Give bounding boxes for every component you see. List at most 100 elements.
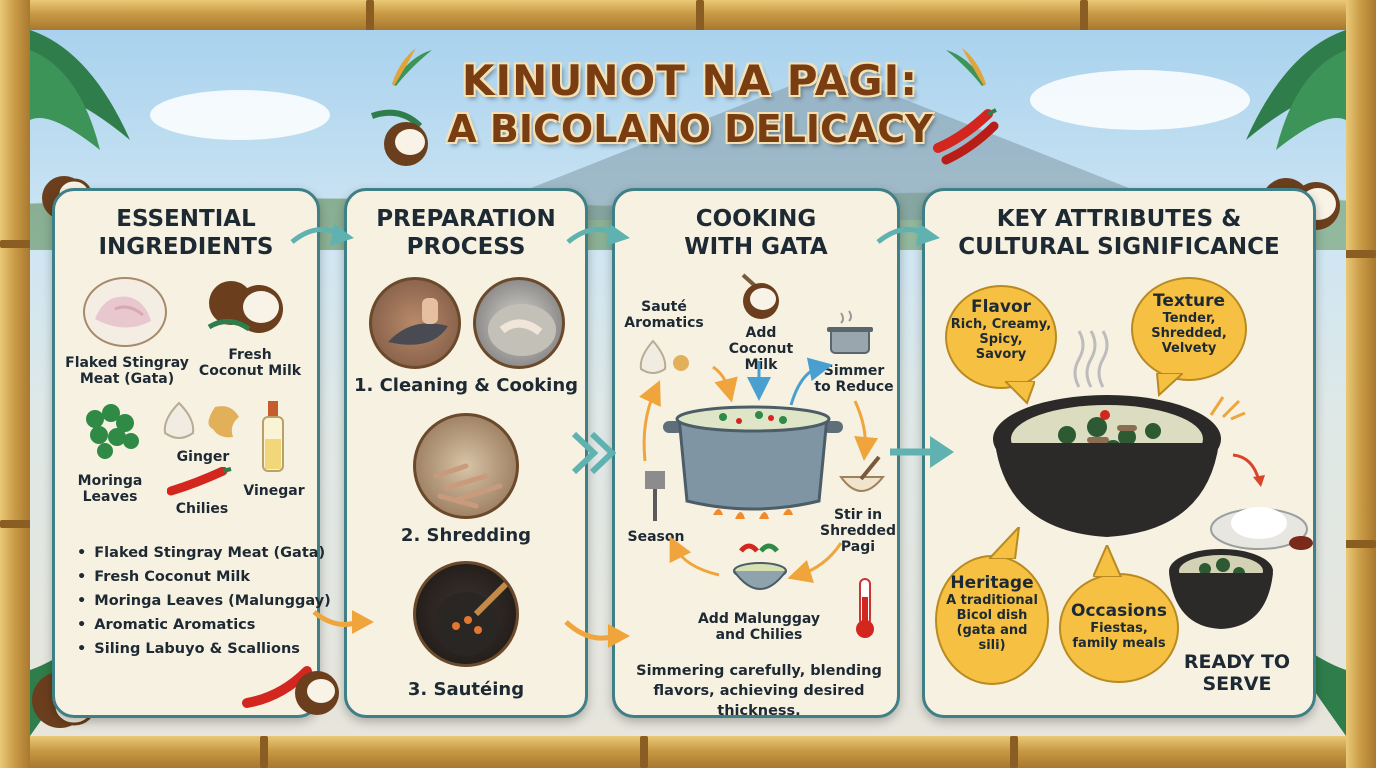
steam-icon bbox=[1209, 396, 1246, 421]
bamboo-node bbox=[640, 736, 648, 768]
title-line-2: A BICOLANO DELICACY bbox=[447, 107, 933, 151]
bamboo-node bbox=[696, 0, 704, 32]
list-item: Fresh Coconut Milk bbox=[77, 565, 331, 589]
pot-icon bbox=[827, 310, 873, 354]
vinegar-bottle-icon bbox=[262, 401, 284, 472]
panel-heading: PREPARATION PROCESS bbox=[376, 206, 556, 260]
palm-leaf-icon bbox=[30, 30, 130, 150]
bubble-flavor: Flavor Rich, Creamy, Spicy, Savory bbox=[945, 285, 1057, 389]
sauteing-photo bbox=[413, 561, 519, 667]
bubble-heritage: Heritage A traditional Bicol dish (gata … bbox=[935, 555, 1049, 685]
bubble-title: Occasions bbox=[1071, 601, 1167, 621]
arrow-icon bbox=[890, 436, 954, 468]
panel-essential-ingredients: ESSENTIAL INGREDIENTS Flaked Stingray Me… bbox=[52, 188, 339, 718]
label-simmer: Simmer to Reduce bbox=[814, 363, 894, 395]
bubble-title: Flavor bbox=[970, 297, 1032, 317]
label-moringa: Moringa Leaves bbox=[77, 473, 143, 505]
garlic-icon bbox=[163, 401, 239, 439]
bamboo-node bbox=[260, 736, 268, 768]
pot-icon bbox=[663, 405, 843, 519]
spatula-icon bbox=[645, 471, 665, 521]
bowl-icon bbox=[733, 543, 787, 590]
step-shredding: 2. Shredding bbox=[400, 525, 532, 546]
arrow-icon bbox=[312, 610, 374, 634]
page-title: KINUNOT NA PAGI: A BICOLANO DELICACY bbox=[380, 56, 1000, 152]
step-cleaning: 1. Cleaning & Cooking bbox=[353, 375, 579, 396]
arrow-icon bbox=[566, 224, 630, 246]
panel-preparation-process: PREPARATION PROCESS 1. Cleaning & Cookin… bbox=[344, 188, 588, 718]
label-coconut-milk: Fresh Coconut Milk bbox=[198, 347, 302, 379]
label-stingray: Flaked Stingray Meat (Gata) bbox=[65, 355, 189, 387]
label-add-malunggay: Add Malunggay and Chilies bbox=[697, 611, 821, 643]
cooking-note: Simmering carefully, blending flavors, a… bbox=[636, 663, 882, 719]
arrow-icon bbox=[1232, 453, 1265, 487]
bubble-title: Texture bbox=[1153, 291, 1225, 311]
steam-icon bbox=[1073, 330, 1109, 388]
thermometer-icon bbox=[856, 578, 874, 638]
list-item: Moringa Leaves (Malunggay) bbox=[77, 589, 331, 613]
coconut-icon bbox=[207, 281, 283, 333]
chili-icon bbox=[933, 108, 999, 165]
arrow-icon bbox=[876, 224, 940, 246]
label-stir-in-pagi: Stir in Shredded Pagi bbox=[819, 507, 896, 555]
shredding-photo bbox=[413, 413, 519, 519]
moringa-icon bbox=[86, 404, 139, 459]
bubble-tail bbox=[989, 527, 1021, 559]
bubble-texture: Texture Tender, Shredded, Velvety bbox=[1131, 277, 1247, 381]
bubble-text: Tender, Shredded, Velvety bbox=[1151, 311, 1227, 356]
cloud bbox=[150, 90, 330, 140]
bubble-text: Rich, Creamy, Spicy, Savory bbox=[950, 317, 1052, 362]
bamboo-frame-right bbox=[1346, 0, 1376, 768]
bubble-text: Fiestas, family meals bbox=[1072, 621, 1166, 651]
arrow-icon bbox=[639, 357, 879, 583]
bowl-icon bbox=[993, 395, 1221, 537]
panel-heading: COOKING WITH GATA bbox=[684, 206, 828, 260]
bamboo-frame-left bbox=[0, 0, 30, 768]
palm-leaf-icon bbox=[946, 48, 986, 86]
bamboo-node bbox=[0, 240, 32, 248]
garlic-icon bbox=[639, 339, 689, 374]
bubble-title: Heritage bbox=[950, 573, 1034, 593]
panel-heading: KEY ATTRIBUTES & CULTURAL SIGNIFICANCE bbox=[958, 206, 1280, 260]
list-item: Siling Labuyo & Scallions bbox=[77, 637, 331, 661]
title-line-1: KINUNOT NA PAGI: bbox=[461, 56, 919, 105]
chili-icon bbox=[242, 666, 339, 715]
bamboo-node bbox=[0, 520, 32, 528]
panel-key-attributes: KEY ATTRIBUTES & CULTURAL SIGNIFICANCE F… bbox=[922, 188, 1316, 718]
bowl-icon bbox=[1169, 549, 1273, 629]
palm-leaf-icon bbox=[392, 48, 432, 86]
label-ginger: Ginger bbox=[176, 449, 230, 465]
bubble-tail bbox=[1155, 373, 1183, 397]
cleaning-photo bbox=[369, 277, 461, 369]
chili-icon bbox=[167, 467, 232, 496]
cloud bbox=[1030, 70, 1250, 130]
bamboo-frame-bottom bbox=[0, 736, 1376, 768]
label-vinegar: Vinegar bbox=[243, 483, 305, 499]
list-item: Flaked Stingray Meat (Gata) bbox=[77, 541, 331, 565]
ready-to-serve-label: READY TO SERVE bbox=[1183, 651, 1291, 695]
rice-icon bbox=[1210, 507, 1313, 550]
palm-leaf-icon bbox=[1246, 30, 1346, 150]
bubble-text: A traditional Bicol dish (gata and sili) bbox=[946, 593, 1038, 653]
label-saute-aromatics: Sauté Aromatics bbox=[624, 299, 704, 331]
bamboo-frame-top bbox=[0, 0, 1376, 30]
label-chilies: Chilies bbox=[175, 501, 229, 517]
bamboo-node bbox=[1010, 736, 1018, 768]
stingray-meat-icon bbox=[83, 277, 167, 347]
bamboo-node bbox=[1344, 540, 1376, 548]
coconut-icon bbox=[370, 109, 428, 166]
bamboo-node bbox=[1080, 0, 1088, 32]
bubble-tail bbox=[1093, 545, 1123, 577]
list-item: Aromatic Aromatics bbox=[77, 613, 331, 637]
boiling-pot-photo bbox=[473, 277, 565, 369]
step-sauteing: 3. Sautéing bbox=[407, 679, 525, 700]
panel-heading: ESSENTIAL INGREDIENTS bbox=[98, 206, 274, 260]
arrow-icon bbox=[572, 431, 617, 475]
panel-cooking-with-gata: COOKING WITH GATA Sauté Aromatics Add Co… bbox=[612, 188, 900, 719]
bamboo-node bbox=[1344, 250, 1376, 258]
bubble-occasions: Occasions Fiestas, family meals bbox=[1059, 573, 1179, 683]
arrow-icon bbox=[290, 224, 354, 246]
label-add-coconut-milk: Add Coconut Milk bbox=[728, 325, 794, 373]
bamboo-node bbox=[366, 0, 374, 32]
arrow-icon bbox=[564, 620, 630, 648]
